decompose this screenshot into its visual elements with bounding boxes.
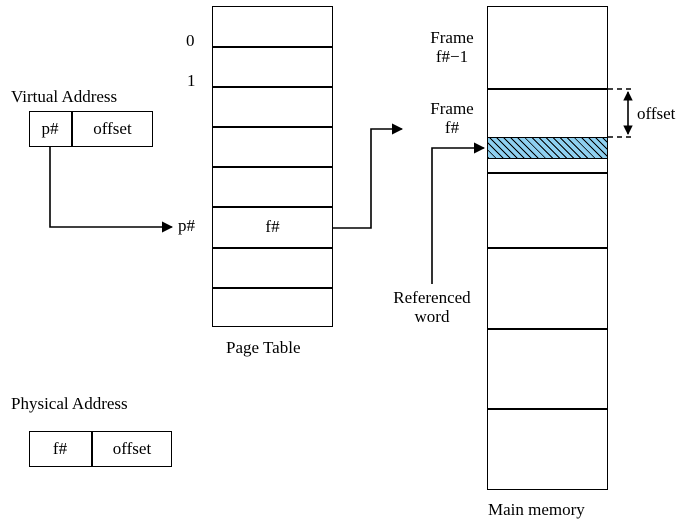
frame-label-f: Frame f# — [430, 99, 474, 138]
referenced-word-highlight — [488, 137, 607, 159]
physical-address-frame-number: f# — [52, 439, 68, 458]
virtual-address-offset: offset — [93, 119, 132, 138]
offset-bracket-leaders — [608, 88, 634, 138]
arrow-pagetable-to-memory — [333, 123, 404, 229]
physical-address-caption: Physical Address — [11, 394, 128, 413]
physical-address-box — [29, 431, 172, 467]
virtual-address-divider — [71, 111, 73, 147]
page-table-caption: Page Table — [226, 338, 301, 357]
main-memory-row-sep-4 — [487, 328, 608, 330]
page-table-row-sep-4 — [212, 166, 333, 168]
page-table-index-0: 0 — [186, 31, 195, 50]
page-table-index-p: p# — [178, 216, 195, 235]
frame-label-f-minus-1: Frame f#−1 — [430, 28, 474, 67]
page-table-row-sep-1 — [212, 46, 333, 48]
page-table-index-1: 1 — [187, 71, 196, 90]
page-table-row-sep-3 — [212, 126, 333, 128]
physical-address-divider — [91, 431, 93, 467]
page-table-row: f# — [265, 216, 280, 236]
virtual-address-page-number: p# — [41, 119, 59, 138]
main-memory-row-sep-2 — [487, 172, 608, 174]
main-memory-row-sep-3 — [487, 247, 608, 249]
main-memory-row-sep-5 — [487, 408, 608, 410]
physical-address-offset: offset — [112, 439, 152, 458]
page-table-row-sep-5 — [212, 206, 333, 208]
offset-bracket-label: offset — [637, 104, 676, 123]
page-table-row-sep-6 — [212, 247, 333, 249]
page-table-row-sep-7 — [212, 287, 333, 289]
page-table-row-sep-2 — [212, 86, 333, 88]
virtual-address-caption: Virtual Address — [11, 87, 118, 106]
referenced-word-label: Referenced word — [393, 288, 471, 327]
arrow-referenced-word — [431, 142, 486, 284]
arrow-pagenumber-to-pagetable — [49, 147, 174, 233]
main-memory-row-sep-1 — [487, 88, 608, 90]
main-memory-caption: Main memory — [488, 500, 585, 519]
virtual-address-box — [29, 111, 153, 147]
